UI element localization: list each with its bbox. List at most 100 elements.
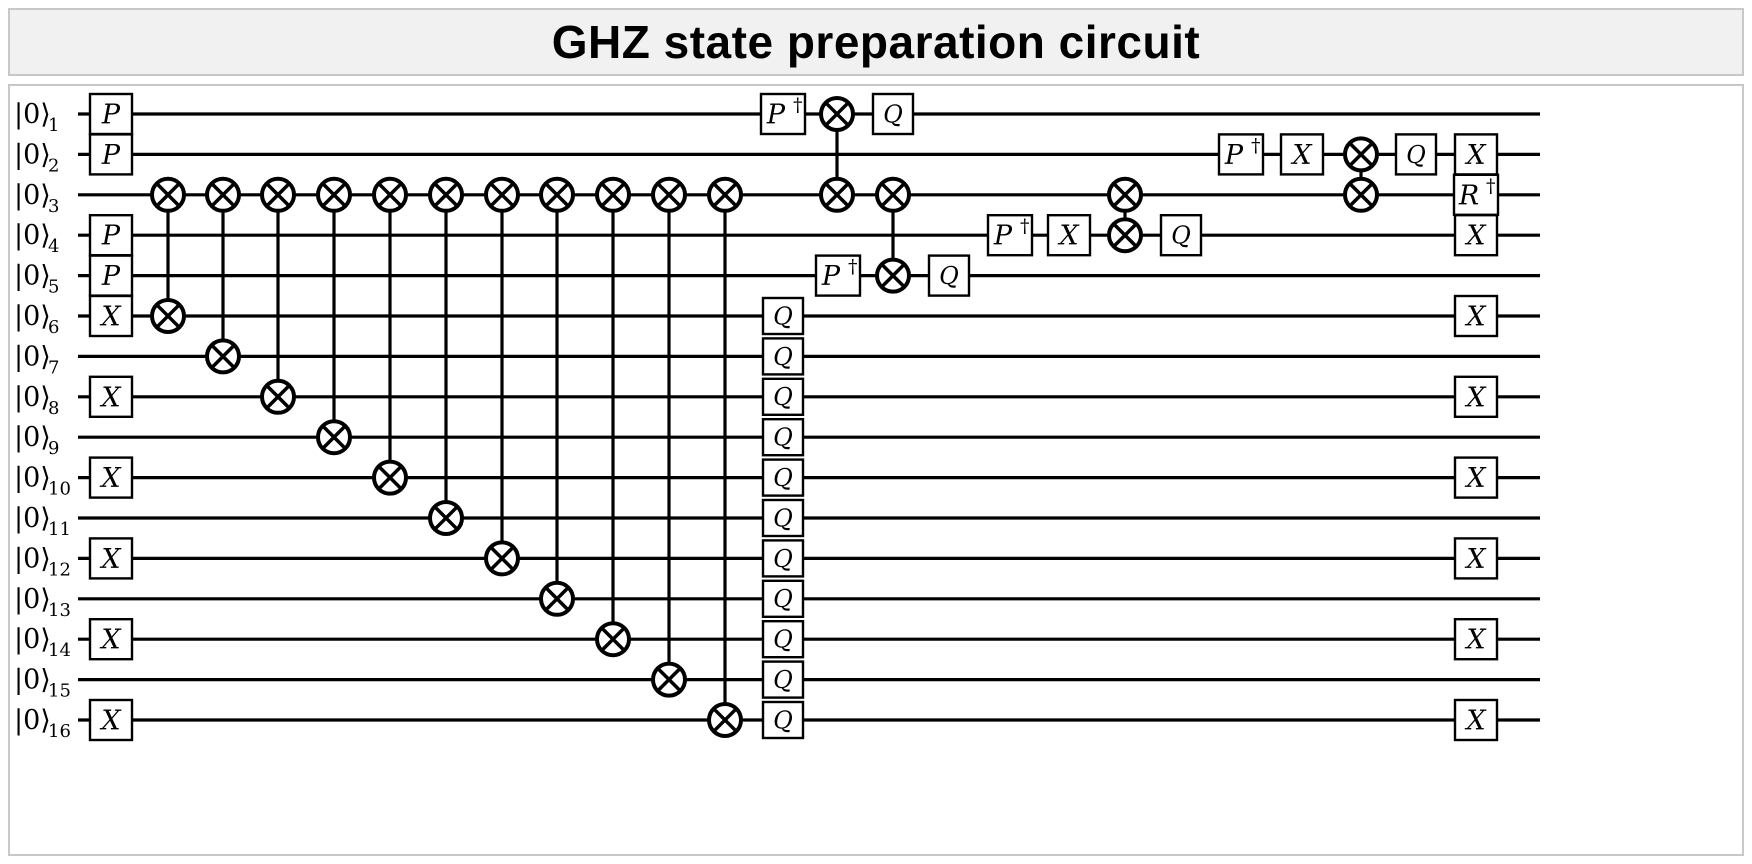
qubit-index-16: 16 bbox=[48, 721, 71, 742]
gate-Q-q4: Q bbox=[1159, 213, 1203, 257]
gate-P-q2: P bbox=[88, 133, 134, 176]
swap-target-icon bbox=[707, 176, 743, 213]
swap-target-icon bbox=[484, 540, 520, 577]
gate-X-q16: X bbox=[1453, 698, 1499, 742]
gate-label: X bbox=[1464, 705, 1487, 736]
qubit-label-4: |0⟩ bbox=[14, 220, 51, 251]
gate-Q-q10: Q bbox=[761, 458, 805, 497]
gate-label: Q bbox=[773, 302, 793, 330]
quantum-circuit-diagram: |0⟩1|0⟩2|0⟩3|0⟩4|0⟩5|0⟩6|0⟩7|0⟩8|0⟩9|0⟩1… bbox=[14, 92, 1540, 742]
gate-label: X bbox=[1464, 301, 1487, 332]
gate-label: X bbox=[99, 301, 122, 332]
gate-label: P bbox=[101, 99, 121, 130]
gate-label: Q bbox=[883, 100, 903, 128]
qubit-index-11: 11 bbox=[48, 519, 71, 540]
gate-Q-q2: Q bbox=[1394, 133, 1438, 176]
gate-X-q2: X bbox=[1279, 133, 1325, 176]
qubit-index-1: 1 bbox=[48, 115, 59, 136]
qubit-index-12: 12 bbox=[48, 559, 71, 580]
gate-label: Q bbox=[773, 343, 793, 371]
swap-target-icon bbox=[205, 338, 241, 375]
gate-Q-q5: Q bbox=[927, 254, 971, 297]
gate-label: X bbox=[99, 463, 122, 494]
swap-target-icon bbox=[595, 621, 631, 658]
gate-Q-q13: Q bbox=[761, 579, 805, 618]
gate-Q-q16: Q bbox=[761, 700, 805, 740]
qubit-index-6: 6 bbox=[48, 317, 59, 338]
gate-label: X bbox=[1057, 221, 1080, 252]
dagger-mark: † bbox=[848, 256, 858, 278]
gate-label: Q bbox=[773, 545, 793, 573]
swap-target-icon bbox=[150, 298, 186, 334]
gate-X-q2: X bbox=[1453, 133, 1499, 176]
gate-label: X bbox=[99, 544, 122, 575]
gate-X-q12: X bbox=[1453, 537, 1499, 580]
gate-P-dagger-q2: P† bbox=[1217, 133, 1265, 176]
swap-target-icon bbox=[539, 176, 575, 213]
qubit-index-7: 7 bbox=[48, 357, 59, 378]
gate-label: X bbox=[1464, 463, 1487, 494]
gate-label: Q bbox=[773, 585, 793, 613]
gate-label: Q bbox=[773, 504, 793, 532]
gate-X-q14: X bbox=[1453, 618, 1499, 661]
swap-target-icon bbox=[1343, 176, 1379, 213]
gate-P-q1: P bbox=[88, 92, 134, 136]
qubit-label-3: |0⟩ bbox=[14, 180, 51, 211]
swap-target-icon bbox=[260, 176, 296, 213]
swap-target-icon bbox=[1107, 176, 1143, 213]
gate-Q-q9: Q bbox=[761, 418, 805, 457]
swap-target-icon bbox=[484, 176, 520, 213]
swap-target-icon bbox=[260, 378, 296, 415]
qubit-label-15: |0⟩ bbox=[14, 665, 51, 696]
gate-X-q4: X bbox=[1046, 213, 1092, 257]
gate-P-dagger-q4: P† bbox=[986, 213, 1034, 257]
gate-label: Q bbox=[1171, 222, 1191, 250]
gate-X-q4: X bbox=[1453, 213, 1499, 257]
swap-target-icon bbox=[428, 176, 464, 213]
gate-label: Q bbox=[773, 666, 793, 694]
qubit-index-9: 9 bbox=[48, 438, 59, 459]
gate-label: P bbox=[993, 221, 1013, 252]
gate-label: X bbox=[1464, 221, 1487, 252]
gate-P-dagger-q5: P† bbox=[814, 254, 862, 297]
swap-target-icon bbox=[1107, 217, 1143, 254]
swap-target-icon bbox=[819, 96, 855, 132]
gate-Q-q1: Q bbox=[871, 92, 915, 136]
swap-target-icon bbox=[875, 176, 911, 213]
gate-label: X bbox=[99, 382, 122, 413]
qubit-label-5: |0⟩ bbox=[14, 261, 51, 292]
gate-label: Q bbox=[773, 706, 793, 734]
gate-label: P bbox=[101, 261, 121, 292]
gate-label: X bbox=[99, 625, 122, 656]
gate-label: P bbox=[101, 221, 121, 252]
title-bar: GHZ state preparation circuit bbox=[8, 8, 1744, 76]
gate-label: X bbox=[99, 705, 122, 736]
swap-target-icon bbox=[539, 580, 575, 617]
gate-label: P bbox=[766, 99, 786, 130]
gate-Q-q6: Q bbox=[761, 296, 805, 336]
swap-target-icon bbox=[150, 176, 186, 213]
qubit-index-13: 13 bbox=[48, 600, 71, 621]
swap-target-icon bbox=[651, 176, 687, 213]
gate-label: X bbox=[1464, 382, 1487, 413]
dagger-mark: † bbox=[1251, 134, 1261, 156]
swap-target-icon bbox=[205, 176, 241, 213]
dagger-mark: † bbox=[1486, 175, 1496, 197]
swap-target-icon bbox=[428, 500, 464, 536]
gate-label: Q bbox=[773, 464, 793, 492]
qubit-label-16: |0⟩ bbox=[14, 705, 51, 736]
gate-P-dagger-q1: P† bbox=[759, 92, 807, 136]
page-title: GHZ state preparation circuit bbox=[551, 16, 1201, 68]
qubit-label-13: |0⟩ bbox=[14, 584, 51, 615]
qubit-label-11: |0⟩ bbox=[14, 503, 51, 534]
qubit-label-7: |0⟩ bbox=[14, 341, 51, 372]
gate-label: P bbox=[821, 261, 841, 292]
qubit-label-2: |0⟩ bbox=[14, 139, 51, 170]
qubit-index-14: 14 bbox=[48, 640, 71, 661]
gate-P-q4: P bbox=[88, 213, 134, 257]
gate-label: P bbox=[101, 140, 121, 171]
gate-Q-q7: Q bbox=[761, 337, 805, 376]
qubit-index-5: 5 bbox=[48, 277, 59, 298]
dagger-mark: † bbox=[1020, 215, 1030, 237]
qubit-label-12: |0⟩ bbox=[14, 543, 51, 574]
